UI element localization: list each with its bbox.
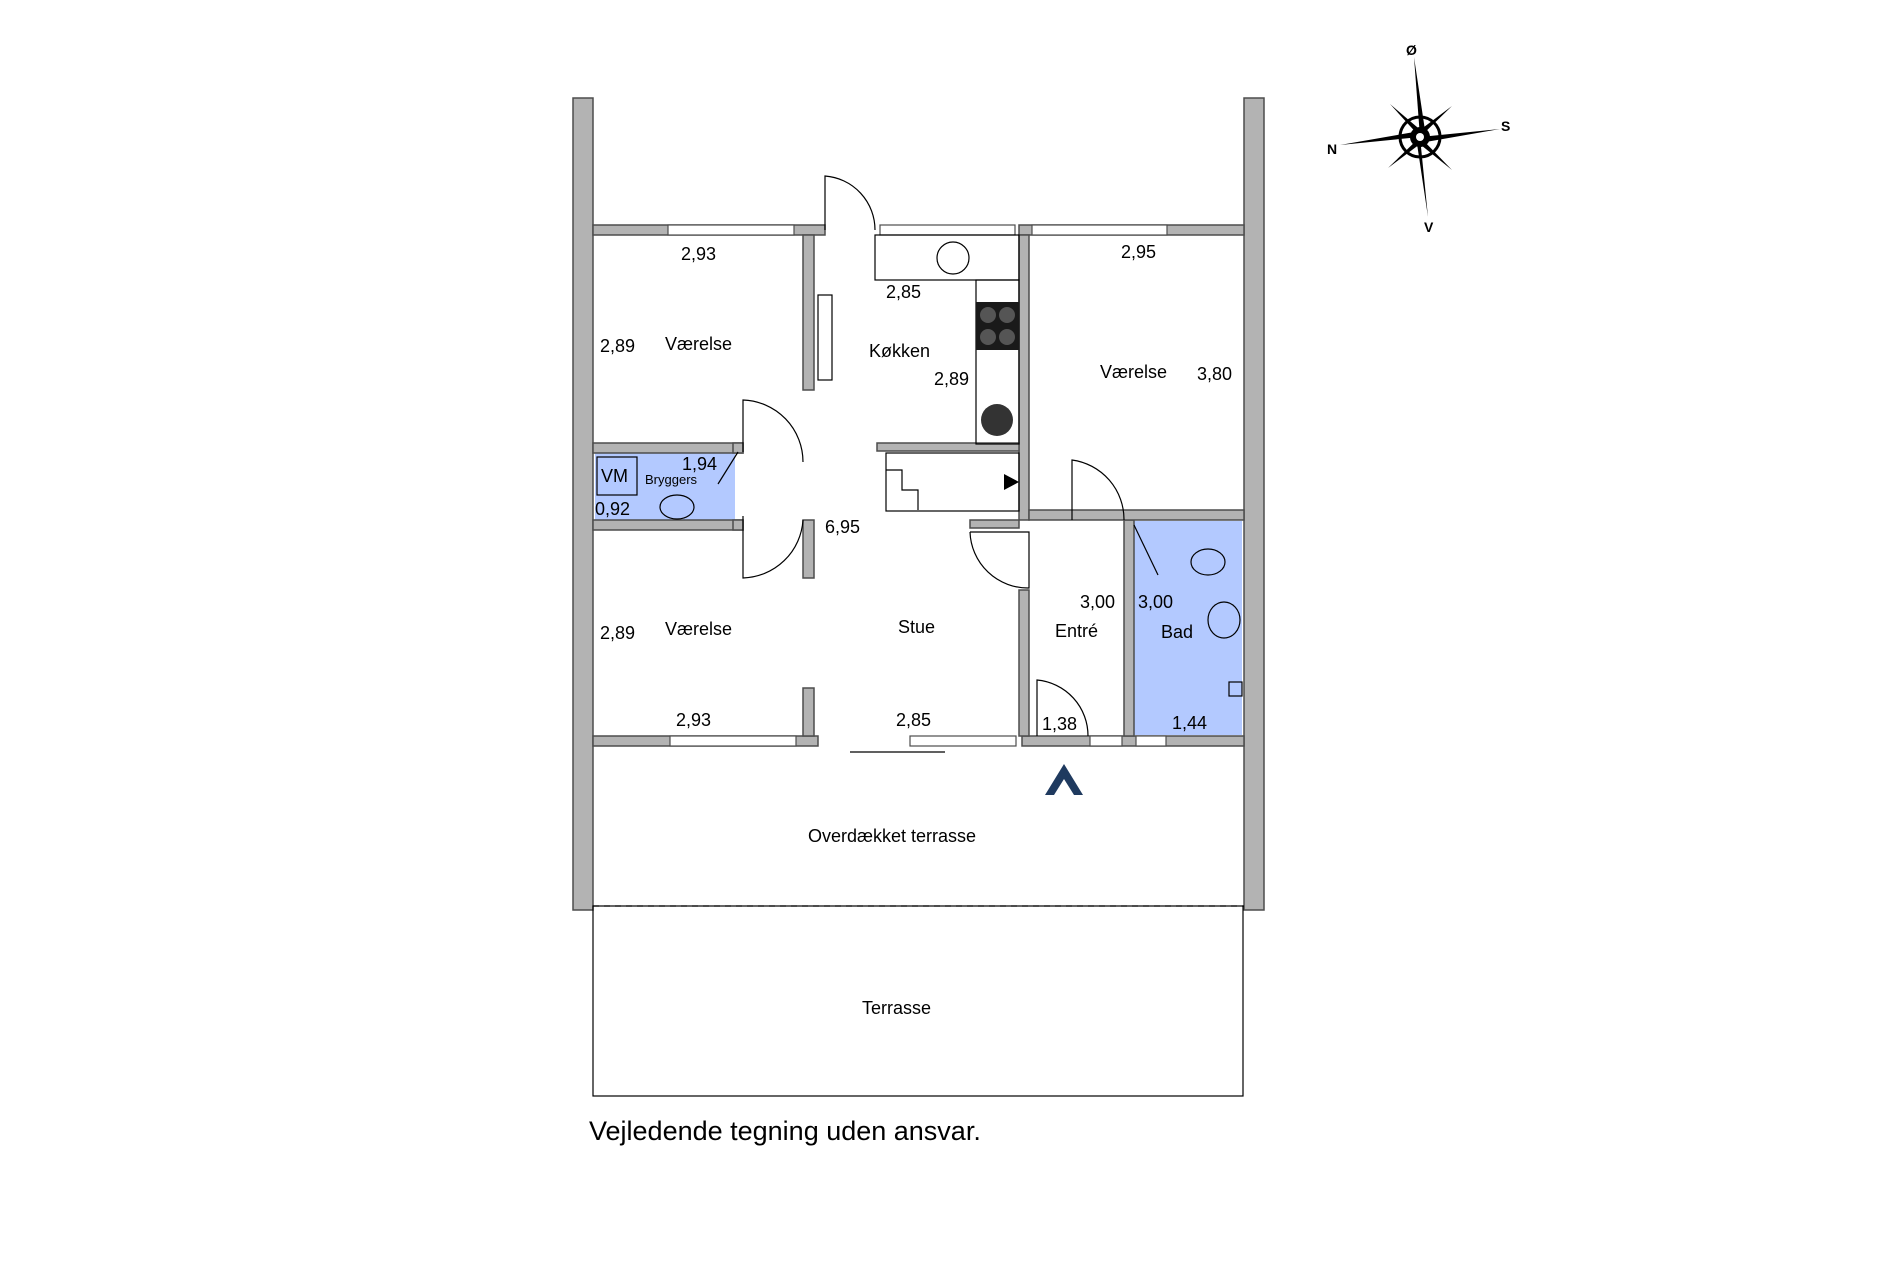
dim-koekken-depth: 2,89: [934, 369, 969, 389]
interior-walls: [592, 234, 1245, 737]
room-label-bad: Bad: [1161, 622, 1193, 642]
dim-bad-depth: 3,00: [1138, 592, 1173, 612]
dim-vaerelse-sw-depth: 2,89: [600, 623, 635, 643]
dim-vaerelse-ne-width: 2,95: [1121, 242, 1156, 262]
room-label-overdaekket-terrasse: Overdækket terrasse: [808, 826, 976, 846]
room-label-koekken: Køkken: [869, 341, 930, 361]
room-label-vaerelse-ne: Værelse: [1100, 362, 1167, 382]
staircase: [885, 452, 1020, 512]
disclaimer-text: Vejledende tegning uden ansvar.: [589, 1116, 981, 1146]
kitchen-fixtures: [817, 234, 1020, 445]
windows: [667, 224, 1168, 753]
dim-vaerelse-nw-width: 2,93: [681, 244, 716, 264]
compass-label-north: N: [1327, 141, 1337, 157]
dim-entre-width: 1,38: [1042, 714, 1077, 734]
room-label-bryggers: Bryggers: [645, 472, 698, 487]
dim-vaerelse-nw-depth: 2,89: [600, 336, 635, 356]
bryggers-floor: [595, 453, 735, 521]
compass-label-west: V: [1424, 219, 1434, 235]
room-label-vm: VM: [601, 466, 628, 486]
dim-koekken-width: 2,85: [886, 282, 921, 302]
entrance-arrow-icon: [1045, 764, 1083, 795]
sanitary-fixtures: [596, 456, 1243, 697]
room-label-vaerelse-sw: Værelse: [665, 619, 732, 639]
compass-rose: [1340, 57, 1500, 217]
compass-label-east: Ø: [1406, 42, 1417, 58]
doors: [717, 175, 1159, 737]
compass-label-south: S: [1501, 118, 1510, 134]
room-label-vaerelse-nw: Værelse: [665, 334, 732, 354]
room-label-terrasse: Terrasse: [862, 998, 931, 1018]
dim-stue-depth: 6,95: [825, 517, 860, 537]
room-label-entre: Entré: [1055, 621, 1098, 641]
dim-entre-depth: 3,00: [1080, 592, 1115, 612]
terraces: [592, 905, 1244, 1097]
room-label-stue: Stue: [898, 617, 935, 637]
dim-bryggers-depth: 0,92: [595, 499, 630, 519]
dim-vaerelse-sw-width: 2,93: [676, 710, 711, 730]
dim-vaerelse-ne-depth: 3,80: [1197, 364, 1232, 384]
dim-stue-width: 2,85: [896, 710, 931, 730]
dim-bad-width: 1,44: [1172, 713, 1207, 733]
dim-bryggers-width: 1,94: [682, 454, 717, 474]
